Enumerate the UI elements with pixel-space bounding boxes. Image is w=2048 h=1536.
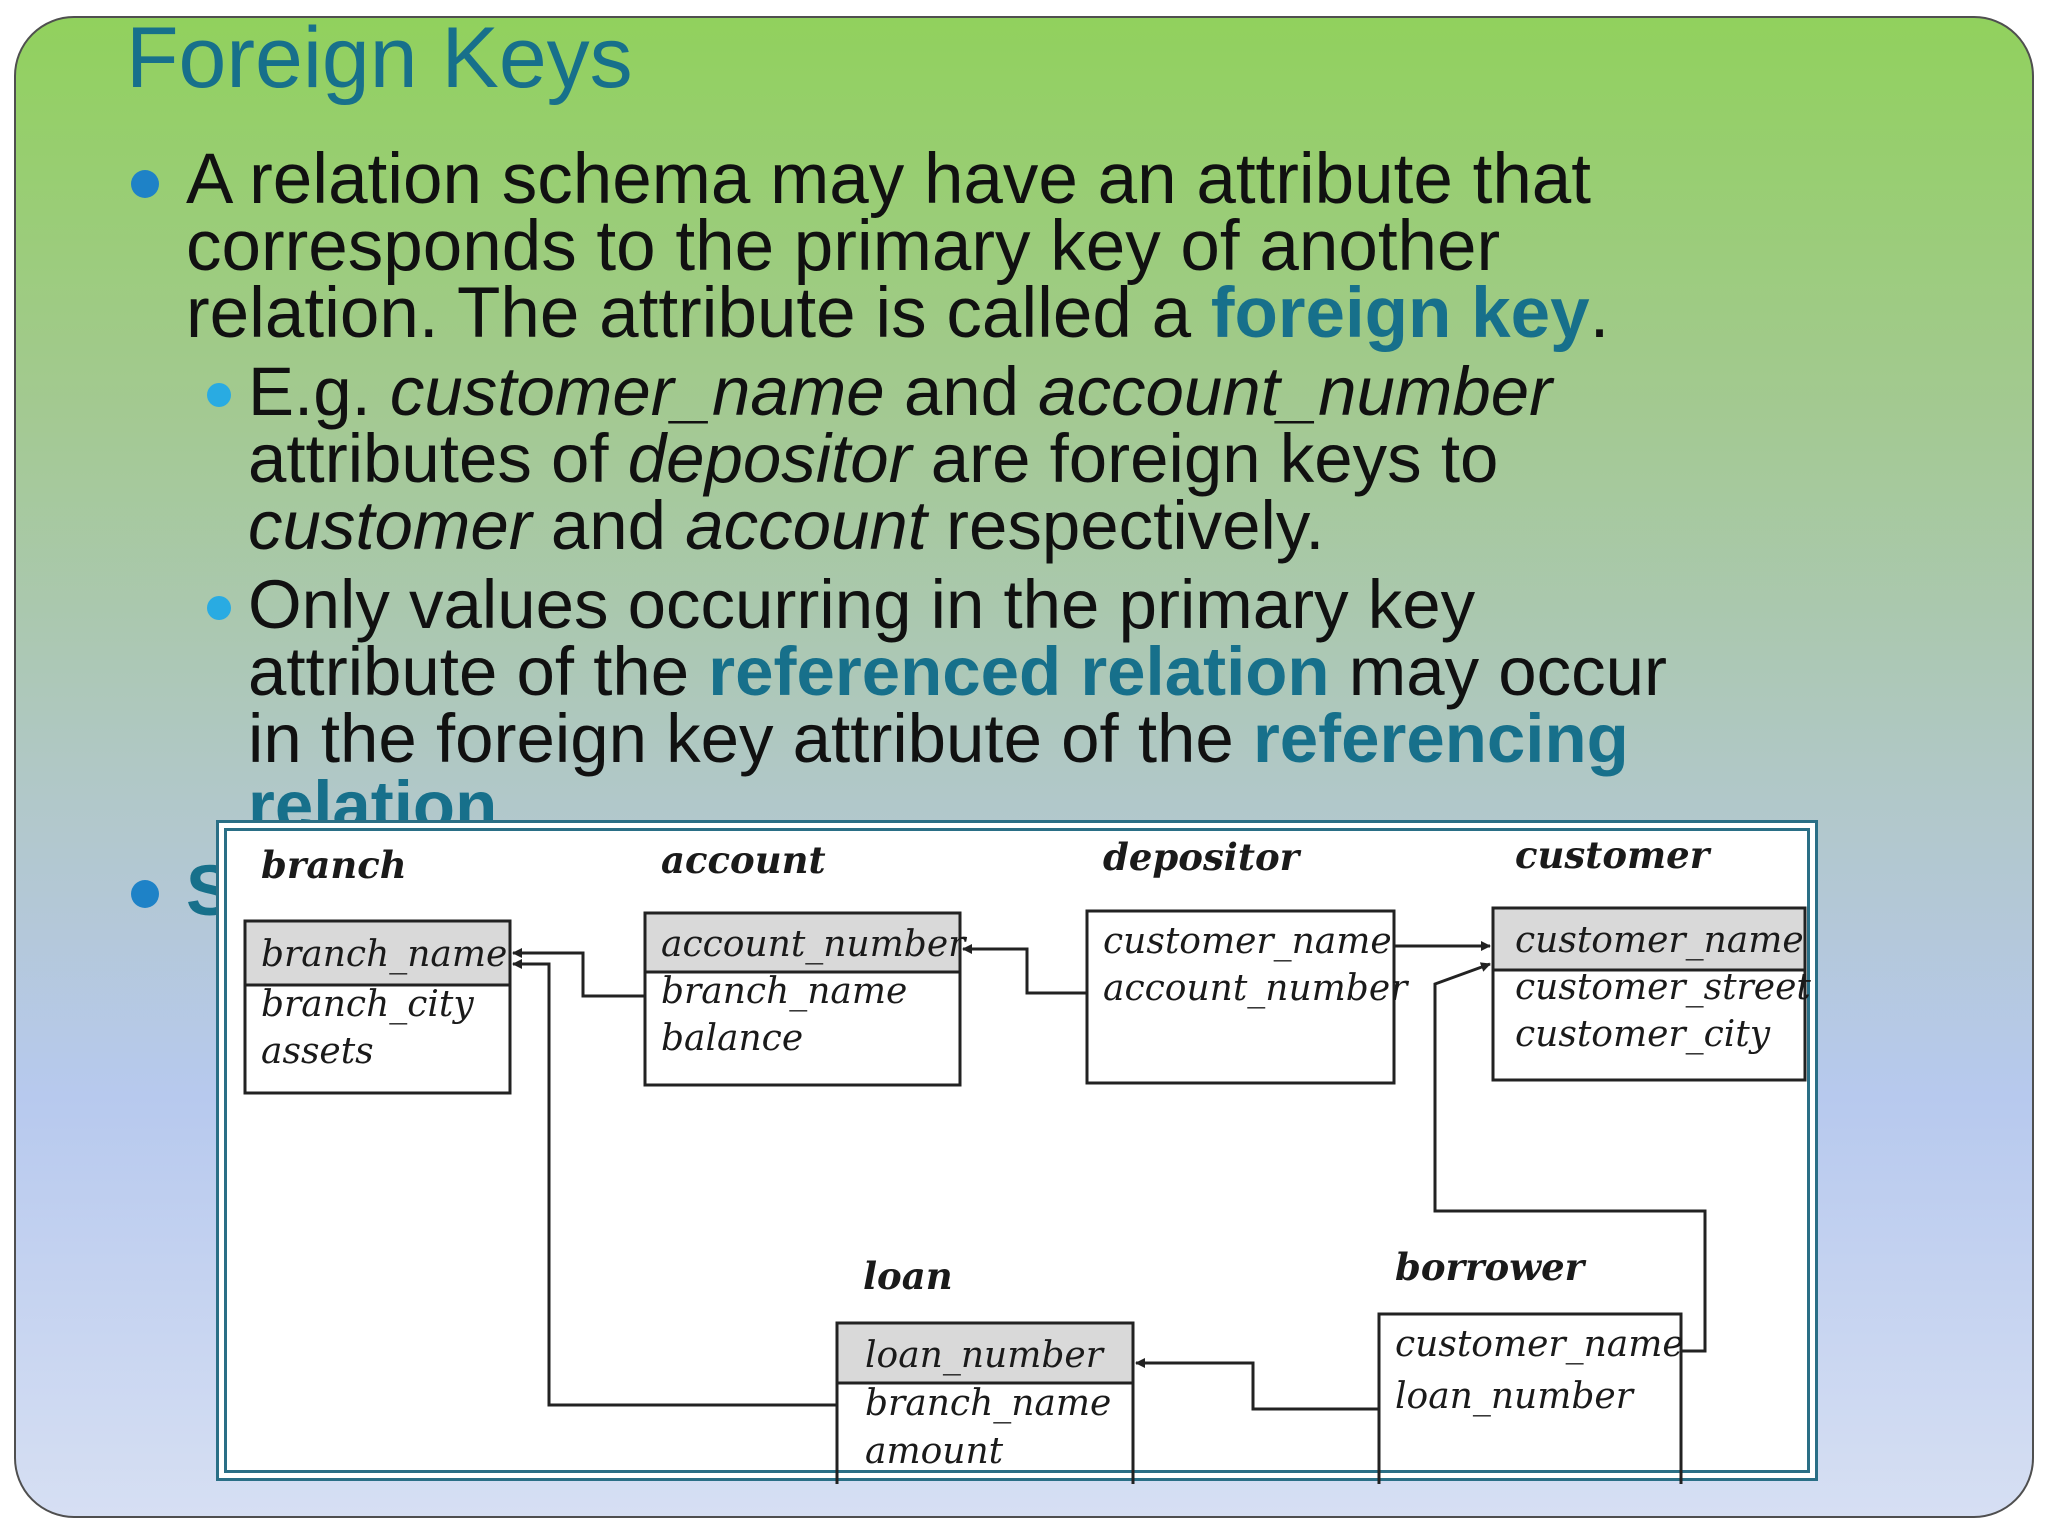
bullet-line: E.g. customer_name and account_number [248,357,1552,426]
attr-account-2: balance [661,1018,803,1059]
bullet-text: and [884,353,1039,430]
bullet-line: A relation schema may have an attribute … [186,140,1592,219]
fk-arrow-loan-to-branch [512,959,837,1407]
table-name-customer: customer [1515,833,1712,877]
sub-bullet-dot [207,596,231,620]
bullet-line: attribute of the referenced relation may… [248,637,1667,706]
term-depositor: depositor [627,420,912,497]
fk-arrow-account-to-branch [512,948,645,998]
pk-cell-account [643,911,962,974]
table-name-branch: branch [261,843,407,887]
bullet-line: Only values occurring in the primary key [248,566,1476,643]
bullet-line: corresponds to the primary key of anothe… [186,207,1501,286]
bullet-line: attributes of depositor are foreign keys… [248,424,1552,493]
attr-depositor-2: account_number [1103,968,1409,1009]
attr-loan-2: amount [865,1431,1004,1472]
bullet-text: and [531,487,686,564]
bullet-line: in the foreign key attribute of the refe… [248,704,1667,773]
table-box-account [643,911,962,1087]
bullet-text: relation. The attribute is called a [186,274,1211,353]
table-box-loan [835,1321,1135,1484]
schema-diagram-frame [224,828,1810,1473]
attr-branch-pk: branch_name [261,934,507,975]
table-box-branch [243,919,512,1095]
attr-account-1: branch_name [661,971,907,1012]
sub-bullet-dot [207,383,231,407]
attr-borrower-1: customer_name [1395,1324,1684,1365]
sub-bullet-referential-rule: Only values occurring in the primary key… [248,566,1667,840]
fk-arrow-borrower-to-customer [1433,962,1707,1353]
bullet-text: may occur [1329,633,1667,710]
attr-branch-2: assets [261,1031,374,1072]
term-customer: customer [248,487,532,564]
table-name-loan: loan [863,1254,953,1298]
bullet-text: attributes of [248,420,628,497]
attr-account-pk: account_number [661,924,967,965]
keyword-referencing: referencing [1252,700,1629,777]
fk-arrow-borrower-to-loan [1135,1358,1379,1411]
fk-arrow-depositor-to-account [962,944,1087,995]
bullet-dot [131,170,159,198]
slide-title: Foreign Keys [126,16,633,106]
table-name-depositor: depositor [1103,835,1302,879]
attr-customer-pk: customer_name [1515,920,1804,961]
pk-cell-loan [835,1321,1135,1385]
attr-customer-2: customer_city [1515,1014,1771,1055]
attr-loan-pk: loan_number [865,1335,1105,1376]
attr-loan-1: branch_name [865,1383,1111,1424]
term-customer-name: customer_name [389,353,885,430]
bullet-line: customer and account respectively. [248,491,1552,560]
keyword-foreign-key: foreign key [1210,274,1590,353]
attr-customer-1: customer_street [1515,967,1811,1008]
keyword-referenced-relation: referenced relation [708,633,1330,710]
attr-branch-1: branch_city [261,984,474,1025]
bullet-text: attribute of the [248,633,709,710]
bullet-text: . [1589,274,1610,353]
table-name-account: account [661,838,826,882]
schema-diagram: branch branch_name branch_city assets ac… [216,820,1818,1484]
bullet-text: in the foreign key attribute of the [248,700,1253,777]
bullet-text: respectively. [926,487,1325,564]
bullet-foreign-key-definition: A relation schema may have an attribute … [186,140,1609,349]
attr-depositor-1: customer_name [1103,921,1392,962]
table-name-borrower: borrower [1395,1245,1587,1289]
table-box-depositor [1085,909,1396,1085]
bullet-text: E.g. [248,353,390,430]
sub-bullet-example: E.g. customer_name and account_number at… [248,357,1552,560]
bullet-dot [131,880,159,908]
term-account: account [685,487,927,564]
term-account-number: account_number [1038,353,1553,430]
schema-diagram-svg: branch branch_name branch_city assets ac… [243,833,1811,1484]
bullet-text: are foreign keys to [911,420,1499,497]
table-box-borrower [1377,1312,1683,1484]
bullet-line: relation. The attribute is called a fore… [186,278,1609,349]
attr-borrower-2: loan_number [1395,1376,1635,1417]
table-box-customer [1491,906,1807,1082]
